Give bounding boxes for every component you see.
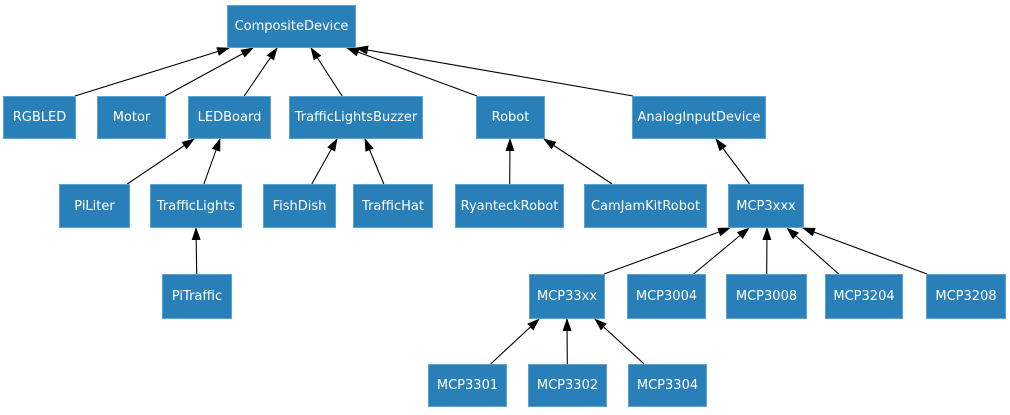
- node-label: LEDBoard: [197, 110, 262, 125]
- edge-TrafficLightsBuzzer-to-CompositeDevice: [310, 47, 343, 97]
- node-label: RGBLED: [12, 110, 67, 125]
- edge-FishDish-to-TrafficLightsBuzzer: [311, 138, 338, 185]
- node-MCP3004[interactable]: MCP3004: [627, 274, 706, 319]
- edge-MCP3208-to-MCP3xxx: [802, 227, 928, 275]
- node-label: MCP33xx: [536, 289, 598, 304]
- edge-MCP3304-to-MCP33xx: [594, 318, 645, 365]
- node-PiTraffic[interactable]: PiTraffic: [162, 274, 232, 319]
- node-label: PiTraffic: [171, 289, 223, 304]
- node-Motor[interactable]: Motor: [97, 96, 166, 139]
- node-label: MCP3008: [735, 289, 798, 304]
- node-CompositeDevice[interactable]: CompositeDevice: [227, 5, 356, 48]
- edge-Robot-to-CompositeDevice: [346, 47, 478, 97]
- node-LEDBoard[interactable]: LEDBoard: [188, 96, 271, 139]
- edge-AnalogInputDevice-to-CompositeDevice: [355, 45, 634, 97]
- edge-MCP3301-to-MCP33xx: [490, 318, 540, 365]
- edge-RGBLED-to-CompositeDevice: [74, 47, 230, 97]
- edge-PiLiter-to-LEDBoard: [126, 138, 195, 185]
- edge-LEDBoard-to-CompositeDevice: [243, 47, 278, 97]
- node-FishDish[interactable]: FishDish: [263, 184, 336, 228]
- edge-TrafficHat-to-TrafficLightsBuzzer: [364, 138, 385, 185]
- node-label: MCP3301: [436, 378, 499, 393]
- node-RGBLED[interactable]: RGBLED: [3, 96, 76, 139]
- node-label: AnalogInputDevice: [637, 110, 761, 125]
- node-label: PiLiter: [74, 198, 115, 214]
- node-label: MCP3204: [833, 289, 895, 304]
- node-label: MCP3302: [536, 378, 599, 393]
- node-Robot[interactable]: Robot: [476, 96, 545, 139]
- node-CamJamKitRobot[interactable]: CamJamKitRobot: [584, 184, 707, 228]
- node-label: RyanteckRobot: [460, 198, 559, 214]
- node-label: TrafficHat: [362, 198, 424, 214]
- node-label: MCP3208: [935, 289, 997, 304]
- node-AnalogInputDevice[interactable]: AnalogInputDevice: [632, 96, 766, 139]
- node-label: TrafficLights: [156, 198, 236, 214]
- node-label: FishDish: [272, 198, 327, 214]
- node-label: MCP3004: [635, 289, 698, 304]
- node-TrafficLightsBuzzer[interactable]: TrafficLightsBuzzer: [289, 96, 423, 139]
- edge-MCP33xx-to-MCP3xxx: [603, 227, 731, 275]
- node-label: Robot: [491, 110, 530, 125]
- node-MCP3xxx[interactable]: MCP3xxx: [728, 184, 804, 228]
- edge-PiTraffic-to-TrafficLights: [191, 227, 201, 275]
- node-TrafficLights[interactable]: TrafficLights: [150, 184, 242, 228]
- edge-MCP3xxx-to-AnalogInputDevice: [715, 138, 751, 185]
- node-label: TrafficLightsBuzzer: [294, 110, 418, 125]
- node-label: CamJamKitRobot: [590, 198, 701, 214]
- node-MCP3008[interactable]: MCP3008: [726, 274, 807, 319]
- node-MCP3208[interactable]: MCP3208: [926, 274, 1006, 319]
- edge-CamJamKitRobot-to-Robot: [543, 138, 613, 185]
- node-MCP33xx[interactable]: MCP33xx: [529, 274, 605, 319]
- node-MCP3204[interactable]: MCP3204: [825, 274, 903, 319]
- edge-Motor-to-CompositeDevice: [164, 47, 254, 97]
- node-RyanteckRobot[interactable]: RyanteckRobot: [455, 184, 564, 228]
- edge-MCP3204-to-MCP3xxx: [786, 227, 840, 275]
- node-TrafficHat[interactable]: TrafficHat: [353, 184, 433, 228]
- node-label: Motor: [112, 110, 151, 125]
- node-label: MCP3304: [636, 378, 699, 393]
- node-MCP3302[interactable]: MCP3302: [528, 364, 607, 407]
- node-label: MCP3xxx: [736, 198, 796, 214]
- node-MCP3304[interactable]: MCP3304: [628, 364, 707, 407]
- edge-MCP3004-to-MCP3xxx: [693, 227, 750, 275]
- node-MCP3301[interactable]: MCP3301: [428, 364, 507, 407]
- node-label: CompositeDevice: [234, 19, 349, 34]
- edge-TrafficLights-to-LEDBoard: [203, 138, 221, 185]
- node-PiLiter[interactable]: PiLiter: [59, 184, 130, 228]
